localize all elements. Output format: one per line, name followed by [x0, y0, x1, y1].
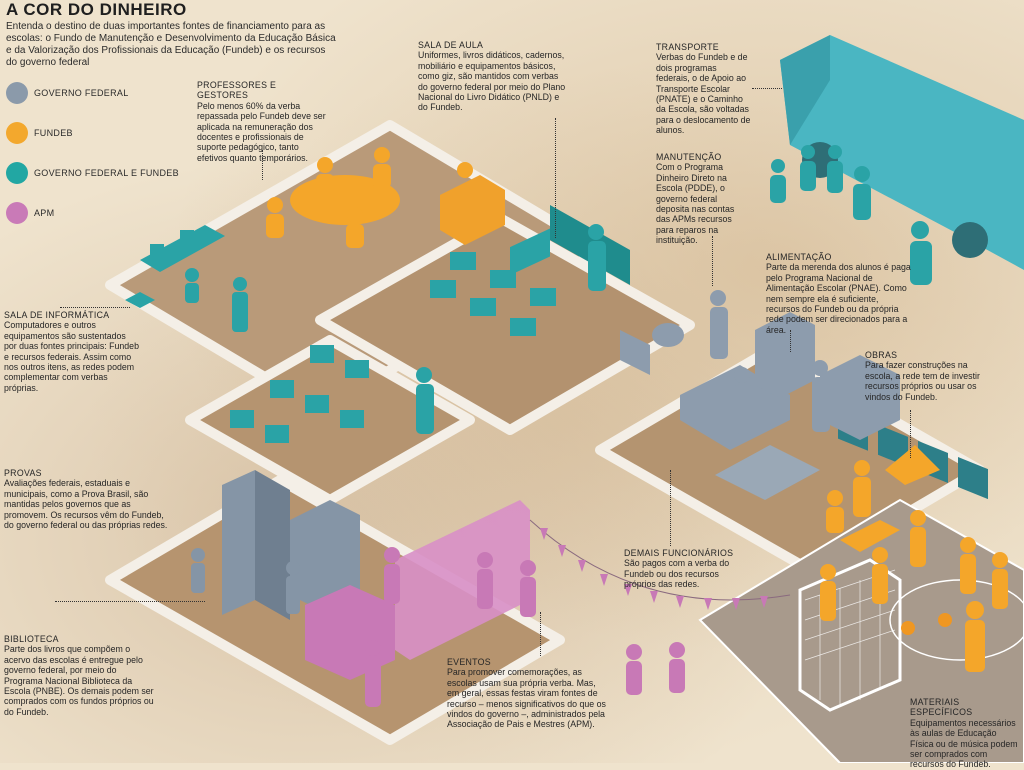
page-title: A COR DO DINHEIRO	[6, 0, 187, 19]
note-heading: SALA DE AULA	[418, 40, 484, 50]
note-body: Parte da merenda dos alunos é paga pelo …	[766, 262, 911, 335]
leader-line	[670, 470, 671, 546]
note-materiais-especificos: MATERIAIS ESPECÍFICOS Equipamentos neces…	[910, 697, 1022, 770]
note-heading: EVENTOS	[447, 657, 491, 667]
note-body: São pagos com a verba do Fundeb ou dos r…	[624, 558, 730, 590]
legend-label: APM	[34, 207, 55, 218]
kitchen-icon	[620, 290, 900, 500]
note-body: Parte dos livros que compõem o acervo da…	[4, 644, 154, 717]
note-heading: PROFESSORES E GESTORES	[197, 80, 277, 101]
note-heading: SALA DE INFORMÁTICA	[4, 310, 110, 320]
leader-line	[712, 236, 713, 286]
legend-item-fundeb: FUNDEB	[6, 120, 179, 145]
note-heading: TRANSPORTE	[656, 42, 719, 52]
note-heading: MANUTENÇÃO	[656, 152, 722, 162]
legend-label: GOVERNO FEDERAL	[34, 87, 129, 98]
leader-line	[790, 330, 791, 352]
note-body: Uniformes, livros didáticos, cadernos, m…	[418, 50, 566, 113]
note-body: Pelo menos 60% da verba repassada pelo F…	[197, 100, 326, 163]
legend-swatch	[6, 81, 28, 104]
legend-item-governo-federal: GOVERNO FEDERAL	[6, 80, 179, 105]
note-heading: BIBLIOTECA	[4, 634, 59, 644]
classroom-second-icon	[230, 345, 434, 443]
note-eventos: EVENTOS Para promover comemorações, as e…	[447, 657, 607, 730]
note-professores: PROFESSORES E GESTORES Pelo menos 60% da…	[197, 80, 327, 163]
computer-room-icon	[125, 225, 248, 332]
festival-stand-icon	[305, 500, 685, 707]
note-body: Para fazer construções na escola, a rede…	[865, 360, 980, 402]
note-manutencao: MANUTENÇÃO Com o Programa Dinheiro Diret…	[656, 152, 746, 246]
legend-swatch	[6, 201, 28, 224]
legend-swatch	[6, 161, 28, 184]
note-heading: PROVAS	[4, 468, 42, 478]
legend: GOVERNO FEDERAL FUNDEB GOVERNO FEDERAL E…	[6, 80, 179, 240]
students-icon	[770, 145, 932, 285]
construction-workers-icon	[826, 445, 940, 552]
legend-item-governo-federal-e-fundeb: GOVERNO FEDERAL E FUNDEB	[6, 160, 179, 185]
note-heading: DEMAIS FUNCIONÁRIOS	[624, 548, 734, 558]
note-heading: MATERIAIS ESPECÍFICOS	[910, 697, 973, 718]
leader-line	[540, 612, 541, 656]
leader-line	[60, 307, 130, 308]
note-alimentacao: ALIMENTAÇÃO Parte da merenda dos alunos …	[766, 252, 914, 335]
classroom-icon	[430, 205, 630, 336]
leader-line	[55, 601, 205, 602]
note-demais-funcionarios: DEMAIS FUNCIONÁRIOS São pagos com a verb…	[624, 548, 734, 590]
leader-line	[910, 410, 911, 458]
legend-swatch	[6, 121, 28, 144]
note-body: Computadores e outros equipamentos são s…	[4, 320, 139, 393]
note-obras: OBRAS Para fazer construções na escola, …	[865, 350, 995, 402]
note-body: Para promover comemorações, as escolas u…	[447, 667, 606, 730]
note-provas: PROVAS Avaliações federais, estaduais e …	[4, 468, 174, 530]
library-bookshelves-icon	[191, 470, 360, 620]
note-body: Verbas do Fundeb e de dois programas fed…	[656, 52, 751, 136]
note-body: Com o Programa Dinheiro Direto na Escola…	[656, 162, 735, 246]
note-transporte: TRANSPORTE Verbas do Fundeb e de dois pr…	[656, 42, 751, 136]
note-informatica: SALA DE INFORMÁTICA Computadores e outro…	[4, 310, 139, 393]
note-body: Avaliações federais, estaduais e municip…	[4, 478, 168, 531]
note-heading: OBRAS	[865, 350, 898, 360]
teachers-room-icon	[266, 147, 505, 248]
legend-label: FUNDEB	[34, 127, 73, 138]
note-heading: ALIMENTAÇÃO	[766, 252, 832, 262]
soccer-goal-icon	[798, 558, 902, 712]
legend-label: GOVERNO FEDERAL E FUNDEB	[34, 167, 179, 178]
note-body: Equipamentos necessários às aulas de Edu…	[910, 717, 1018, 770]
note-sala-de-aula: SALA DE AULA Uniformes, livros didáticos…	[418, 40, 568, 113]
athletes-icon	[820, 510, 1008, 672]
intro-text: Entenda o destino de duas importantes fo…	[6, 21, 336, 68]
leader-line	[752, 88, 782, 89]
legend-item-apm: APM	[6, 200, 179, 225]
leader-line	[262, 150, 263, 180]
note-biblioteca: BIBLIOTECA Parte dos livros que compõem …	[4, 634, 154, 717]
leader-line	[555, 118, 556, 238]
bunting-flags-icon	[529, 519, 791, 610]
